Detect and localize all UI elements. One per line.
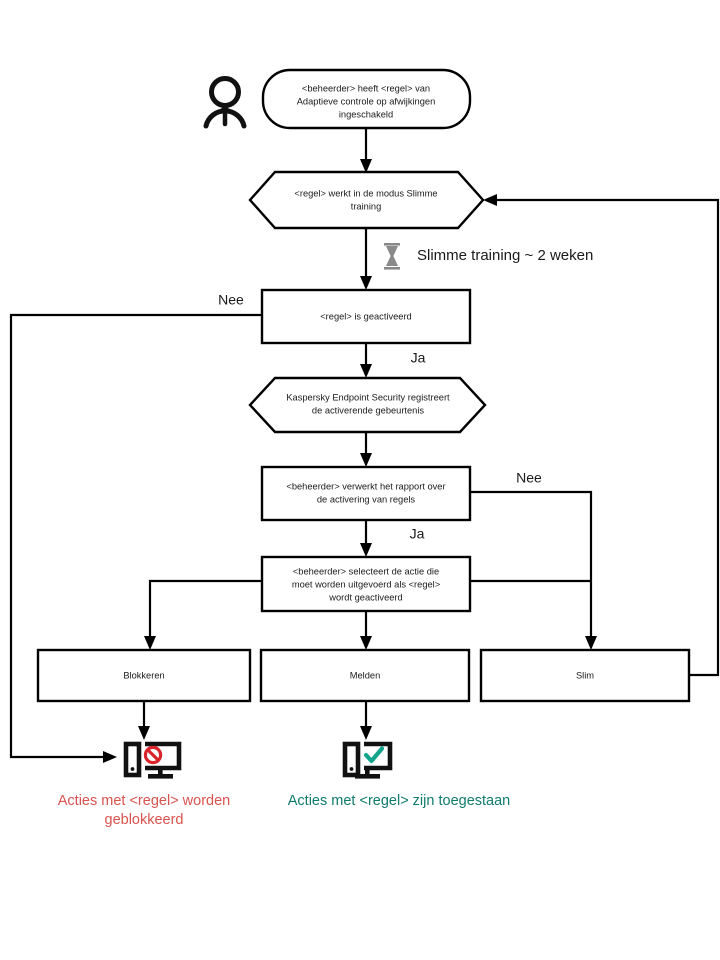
node-rule-triggered[interactable]: <regel> is geactiveerd bbox=[260, 288, 472, 345]
node-admin-selects-action-line-3: wordt geactiveerd bbox=[328, 592, 402, 602]
node-kes-registers-line-2: de activerende gebeurtenis bbox=[312, 405, 425, 415]
hourglass-icon bbox=[384, 243, 400, 270]
outcome-allowed-caption-line-1: Acties met <regel> zijn toegestaan bbox=[288, 793, 510, 809]
node-action-melden-label: Melden bbox=[350, 670, 381, 680]
node-smart-training-line-2: training bbox=[351, 201, 382, 211]
node-admin-selects-action[interactable]: <beheerder> selecteert de actie die moet… bbox=[260, 555, 472, 613]
edge-kes-to-admin-report bbox=[360, 432, 372, 467]
edge-start-to-smart-training bbox=[360, 129, 372, 173]
edge-label-rule-triggered-yes: Ja bbox=[411, 350, 426, 366]
node-start-line-3: ingeschakeld bbox=[339, 109, 393, 119]
edge-action-to-blokkeren bbox=[144, 579, 262, 650]
edge-slim-back-to-smart-training bbox=[483, 194, 720, 677]
node-action-blokkeren-label: Blokkeren bbox=[123, 670, 164, 680]
monitor-allowed-icon bbox=[342, 741, 393, 779]
edge-label-admin-report-no: Nee bbox=[516, 470, 542, 486]
edge-label-rule-triggered-no: Nee bbox=[218, 292, 244, 308]
edge-smart-training-to-rule-triggered bbox=[360, 228, 372, 290]
node-start[interactable]: <beheerder> heeft <regel> van Adaptieve … bbox=[261, 68, 472, 130]
edge-admin-report-no-loop bbox=[470, 490, 597, 650]
node-admin-report[interactable]: <beheerder> verwerkt het rapport over de… bbox=[260, 465, 472, 522]
node-admin-report-line-2: de activering van regels bbox=[317, 494, 416, 504]
node-action-slim-label: Slim bbox=[576, 670, 594, 680]
edge-rule-triggered-yes bbox=[360, 343, 372, 378]
edge-blokkeren-to-blocked-icon bbox=[138, 701, 150, 740]
node-admin-selects-action-line-1: <beheerder> selecteert de actie die bbox=[293, 566, 439, 576]
edge-action-to-melden bbox=[360, 611, 372, 650]
node-smart-training-line-1: <regel> werkt in de modus Slimme bbox=[294, 188, 437, 198]
person-icon bbox=[203, 76, 247, 129]
node-rule-triggered-line-1: <regel> is geactiveerd bbox=[320, 311, 411, 321]
node-start-line-1: <beheerder> heeft <regel> van bbox=[302, 83, 430, 93]
node-admin-selects-action-line-2: moet worden uitgevoerd als <regel> bbox=[292, 579, 440, 589]
outcome-blocked-caption-line-1: Acties met <regel> worden bbox=[58, 793, 230, 809]
outcome-blocked-caption-line-2: geblokkeerd bbox=[105, 812, 184, 828]
node-smart-training[interactable]: <regel> werkt in de modus Slimme trainin… bbox=[248, 170, 485, 230]
monitor-blocked-icon bbox=[123, 741, 182, 779]
training-duration-label: Slimme training ~ 2 weken bbox=[417, 247, 593, 264]
edge-rule-triggered-no-loop bbox=[9, 313, 262, 763]
edge-admin-report-yes bbox=[360, 520, 372, 557]
node-action-blokkeren[interactable]: Blokkeren bbox=[36, 648, 252, 703]
edge-label-admin-report-yes: Ja bbox=[410, 526, 425, 542]
node-kes-registers-line-1: Kaspersky Endpoint Security registreert bbox=[286, 392, 450, 402]
edge-melden-to-allowed-icon bbox=[360, 701, 372, 740]
node-kes-registers[interactable]: Kaspersky Endpoint Security registreert … bbox=[248, 376, 487, 434]
node-action-melden[interactable]: Melden bbox=[259, 648, 471, 703]
node-admin-report-line-1: <beheerder> verwerkt het rapport over bbox=[286, 481, 445, 491]
node-start-line-2: Adaptieve controle op afwijkingen bbox=[297, 96, 436, 106]
node-action-slim[interactable]: Slim bbox=[479, 648, 691, 703]
